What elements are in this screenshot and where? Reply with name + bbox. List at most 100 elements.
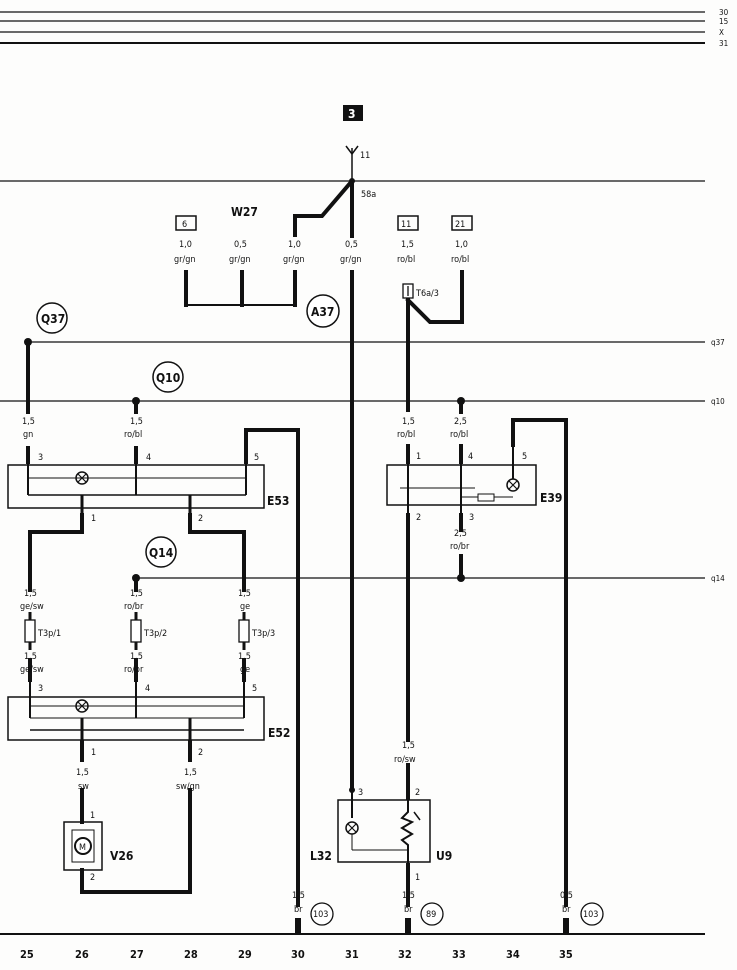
ref-circle-89: 89: [420, 902, 444, 926]
column-number: 26: [75, 948, 89, 961]
svg-text:3: 3: [38, 684, 43, 694]
lamp-l32-label: L32: [310, 849, 332, 863]
bus-label-q10: q10: [711, 397, 725, 406]
e53-wire-labels: 1,5 gn 1,5 ro/bl: [22, 417, 143, 440]
svg-text:4: 4: [146, 453, 151, 463]
svg-text:ge/sw: ge/sw: [20, 602, 44, 612]
column-number: 33: [452, 948, 466, 961]
e52-wire-labels: 1,5 sw 1,5 sw/gn: [76, 768, 200, 792]
svg-text:103: 103: [313, 910, 328, 920]
svg-text:3: 3: [38, 453, 43, 463]
svg-text:ro/br: ro/br: [124, 602, 144, 612]
svg-text:1,5: 1,5: [184, 768, 197, 778]
svg-text:sw: sw: [78, 782, 89, 792]
t3p-connectors: [24, 612, 250, 650]
ref-box-21: 21: [451, 215, 473, 231]
svg-text:4: 4: [468, 452, 473, 462]
svg-text:3: 3: [469, 513, 474, 523]
u9-wire-color: ro/sw: [394, 755, 416, 765]
svg-text:ro/br: ro/br: [124, 665, 144, 675]
page-ref-number: 3: [348, 107, 356, 121]
lamp-l32-u9-box: [337, 790, 431, 865]
svg-text:1,5: 1,5: [292, 891, 305, 901]
svg-text:1,5: 1,5: [238, 589, 251, 599]
svg-text:1,5: 1,5: [238, 652, 251, 662]
wire-size: 1,5: [401, 240, 414, 250]
wire-size: 1,0: [288, 240, 301, 250]
svg-text:sw/gn: sw/gn: [176, 782, 200, 792]
e52-pin-labels: 3 4 5 1 2: [38, 684, 257, 758]
svg-text:ro/bl: ro/bl: [124, 430, 142, 440]
svg-text:1: 1: [416, 452, 421, 462]
motor-symbol: M: [79, 843, 86, 853]
svg-text:A37: A37: [311, 305, 334, 319]
bus-label-31: 31: [719, 39, 728, 48]
svg-text:br: br: [562, 905, 571, 915]
svg-text:br: br: [294, 905, 303, 915]
connector-t6a: [402, 283, 414, 299]
wire-color: gr/gn: [283, 255, 304, 265]
bus-label-15: 15: [719, 17, 728, 26]
circle-label-q10: Q10: [152, 361, 184, 393]
component-w27-label: W27: [231, 205, 258, 219]
ref-circle-103-a: 103: [310, 902, 334, 926]
u9-pin-1: 1: [415, 873, 420, 883]
thick-wires: [26, 178, 568, 907]
circle-label-a37: A37: [306, 294, 340, 328]
column-number: 27: [130, 948, 144, 961]
svg-text:103: 103: [583, 910, 598, 920]
svg-text:2: 2: [416, 513, 421, 523]
ref-circle-103-b: 103: [580, 902, 604, 926]
wire-color: gr/gn: [229, 255, 250, 265]
wire-size: 1,0: [455, 240, 468, 250]
wire-size: 0,5: [234, 240, 247, 250]
svg-text:T3p/3: T3p/3: [251, 629, 275, 639]
top-bus-lines: [0, 11, 705, 44]
page-ref-box: [343, 105, 363, 121]
svg-text:5: 5: [252, 684, 257, 694]
svg-text:1,5: 1,5: [24, 652, 37, 662]
u9-label: U9: [436, 849, 452, 863]
column-number: 29: [238, 948, 252, 961]
switch-e52-label: E52: [268, 726, 290, 740]
switch-e53-label: E53: [267, 494, 289, 508]
svg-text:2: 2: [198, 748, 203, 758]
bottom-wire-ends: [295, 918, 569, 934]
switch-e52: [7, 680, 265, 742]
column-number: 32: [398, 948, 412, 961]
svg-text:ro/bl: ro/bl: [450, 430, 468, 440]
column-number: 28: [184, 948, 198, 961]
svg-text:1,5: 1,5: [130, 417, 143, 427]
svg-text:1,5: 1,5: [22, 417, 35, 427]
switch-e53: [7, 462, 265, 515]
ref-box-21-text: 21: [455, 220, 465, 230]
svg-text:1,5: 1,5: [130, 589, 143, 599]
wire-size: 1,0: [179, 240, 192, 250]
svg-text:89: 89: [426, 910, 436, 920]
svg-text:br: br: [404, 905, 413, 915]
column-number: 35: [559, 948, 573, 961]
bottom-wire-labels: 1,5 br 1,5 br 0,5 br: [292, 891, 573, 915]
switch-e39: [386, 445, 537, 515]
ref-box-11: 11: [397, 215, 419, 231]
wire-color: ro/bl: [451, 255, 469, 265]
u9-pin-2: 2: [415, 788, 420, 798]
column-number: 31: [345, 948, 359, 961]
svg-text:T3p/2: T3p/2: [143, 629, 167, 639]
wire-color: gr/gn: [174, 255, 195, 265]
wire-color: ro/bl: [397, 255, 415, 265]
e39-wire-labels: 1,5 ro/bl 2,5 ro/bl 2,5 ro/br: [397, 417, 470, 552]
connector-t6a-label: T6a/3: [415, 289, 439, 299]
motor-pin-1: 1: [90, 811, 95, 821]
svg-text:T3p/1: T3p/1: [37, 629, 61, 639]
bus-label-x: X: [719, 28, 724, 37]
top-wire-labels: 1,0 gr/gn 0,5 gr/gn 1,0 gr/gn 0,5 gr/gn …: [174, 240, 469, 265]
pin-11-label: 11: [360, 151, 370, 161]
svg-text:ro/br: ro/br: [450, 542, 470, 552]
svg-text:Q37: Q37: [41, 312, 65, 326]
motor-v26-label: V26: [110, 849, 133, 863]
t3p-wire-labels-below: 1,5 ge/sw 1,5 ro/br 1,5 ge: [20, 652, 251, 675]
svg-text:1: 1: [91, 748, 96, 758]
